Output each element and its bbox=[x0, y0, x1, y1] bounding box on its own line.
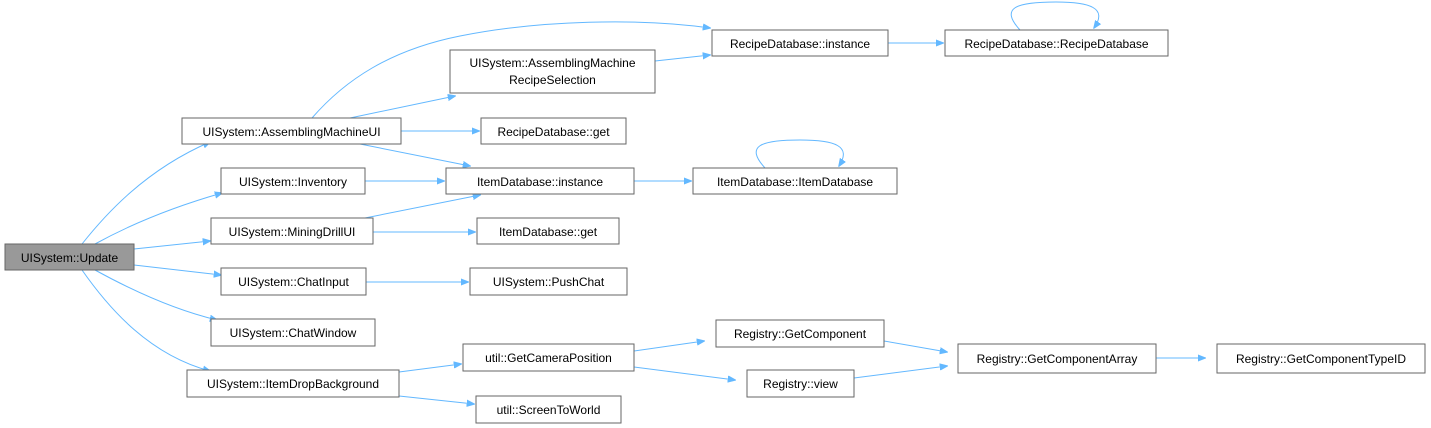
node-uisystem-chatwindow[interactable]: UISystem::ChatWindow bbox=[210, 318, 376, 347]
node-itemdatabase-get[interactable]: ItemDatabase::get bbox=[476, 217, 620, 245]
edge-update-chatwindow bbox=[94, 269, 217, 320]
edge-update-inventory bbox=[94, 193, 222, 245]
node-uisystem-pushchat[interactable]: UISystem::PushChat bbox=[469, 267, 628, 296]
node-label: UISystem::ChatWindow bbox=[230, 326, 357, 340]
node-uisystem-inventory[interactable]: UISystem::Inventory bbox=[220, 167, 366, 195]
node-uisystem-update[interactable]: UISystem::Update bbox=[4, 243, 135, 271]
edge-layer bbox=[81, 1, 1205, 404]
node-itemdatabase-instance[interactable]: ItemDatabase::instance bbox=[445, 167, 635, 195]
node-label: UISystem::PushChat bbox=[493, 275, 605, 289]
edge-update-itemdrop bbox=[81, 269, 210, 371]
edge-update-chatinput bbox=[133, 264, 221, 275]
node-util-getcameraposition[interactable]: util::GetCameraPosition bbox=[462, 343, 635, 372]
node-uisystem-assemblingmachine-recipeselection[interactable]: UISystem::AssemblingMachine RecipeSelect… bbox=[449, 49, 656, 94]
node-uisystem-chatinput[interactable]: UISystem::ChatInput bbox=[220, 267, 367, 296]
node-registry-view[interactable]: Registry::view bbox=[746, 369, 855, 398]
edge-assemblingui-iteminstance bbox=[359, 143, 470, 166]
node-recipedatabase-get[interactable]: RecipeDatabase::get bbox=[480, 117, 627, 145]
edge-itemdrop-camerapos bbox=[398, 364, 461, 373]
node-label: UISystem::ChatInput bbox=[238, 275, 349, 289]
edge-update-assemblingui bbox=[81, 142, 210, 245]
node-uisystem-assemblingmachineui[interactable]: UISystem::AssemblingMachineUI bbox=[181, 117, 402, 145]
edge-getcomponent-getcomponentarray bbox=[883, 340, 947, 352]
node-label: Registry::GetComponentArray bbox=[977, 352, 1138, 366]
node-label: RecipeDatabase::instance bbox=[730, 37, 870, 51]
node-label: RecipeDatabase::get bbox=[497, 125, 610, 139]
edge-update-miningui bbox=[133, 241, 210, 250]
node-label: UISystem::Inventory bbox=[239, 175, 347, 189]
edge-view-getcomponentarray bbox=[853, 366, 947, 379]
edge-assemblingui-recipeinstance bbox=[311, 21, 710, 119]
edge-itemdatabase-self bbox=[755, 139, 843, 169]
node-uisystem-itemdropbackground[interactable]: UISystem::ItemDropBackground bbox=[186, 369, 400, 398]
node-label-line-1: UISystem::AssemblingMachine bbox=[469, 56, 635, 70]
node-registry-getcomponentarray[interactable]: Registry::GetComponentArray bbox=[957, 343, 1157, 374]
edge-miningui-iteminstance bbox=[364, 195, 480, 219]
node-uisystem-miningdrillui[interactable]: UISystem::MiningDrillUI bbox=[210, 217, 374, 245]
node-label: util::GetCameraPosition bbox=[485, 351, 612, 365]
node-label: ItemDatabase::ItemDatabase bbox=[717, 175, 873, 189]
node-label: ItemDatabase::get bbox=[499, 225, 598, 239]
node-label: UISystem::MiningDrillUI bbox=[229, 225, 356, 239]
node-label: Registry::view bbox=[763, 377, 838, 391]
node-layer: UISystem::Update UISystem::AssemblingMac… bbox=[4, 29, 1426, 424]
edge-itemdrop-screentoworld bbox=[398, 395, 474, 404]
node-recipedatabase-recipedatabase[interactable]: RecipeDatabase::RecipeDatabase bbox=[944, 29, 1169, 57]
node-recipedatabase-instance[interactable]: RecipeDatabase::instance bbox=[711, 29, 889, 57]
edge-assemblingui-recipeselection bbox=[349, 96, 455, 119]
node-label: RecipeDatabase::RecipeDatabase bbox=[964, 37, 1148, 51]
node-label: Registry::GetComponent bbox=[734, 327, 867, 341]
edge-camerapos-getcomponent bbox=[633, 341, 704, 352]
node-itemdatabase-itemdatabase[interactable]: ItemDatabase::ItemDatabase bbox=[692, 167, 898, 195]
node-label: util::ScreenToWorld bbox=[497, 403, 601, 417]
node-registry-getcomponenttypeid[interactable]: Registry::GetComponentTypeID bbox=[1216, 343, 1426, 374]
node-util-screentoworld[interactable]: util::ScreenToWorld bbox=[475, 395, 622, 424]
node-registry-getcomponent[interactable]: Registry::GetComponent bbox=[715, 319, 885, 348]
node-label: UISystem::Update bbox=[21, 251, 119, 265]
edge-recipeselection-recipeinstance bbox=[654, 55, 710, 62]
edge-recipedatabase-self bbox=[1010, 1, 1099, 31]
node-label: UISystem::AssemblingMachineUI bbox=[202, 125, 380, 139]
node-label: UISystem::ItemDropBackground bbox=[207, 377, 379, 391]
node-label-line-2: RecipeSelection bbox=[509, 73, 596, 87]
edge-camerapos-view bbox=[633, 366, 735, 380]
node-label: Registry::GetComponentTypeID bbox=[1236, 352, 1406, 366]
node-label: ItemDatabase::instance bbox=[477, 175, 603, 189]
